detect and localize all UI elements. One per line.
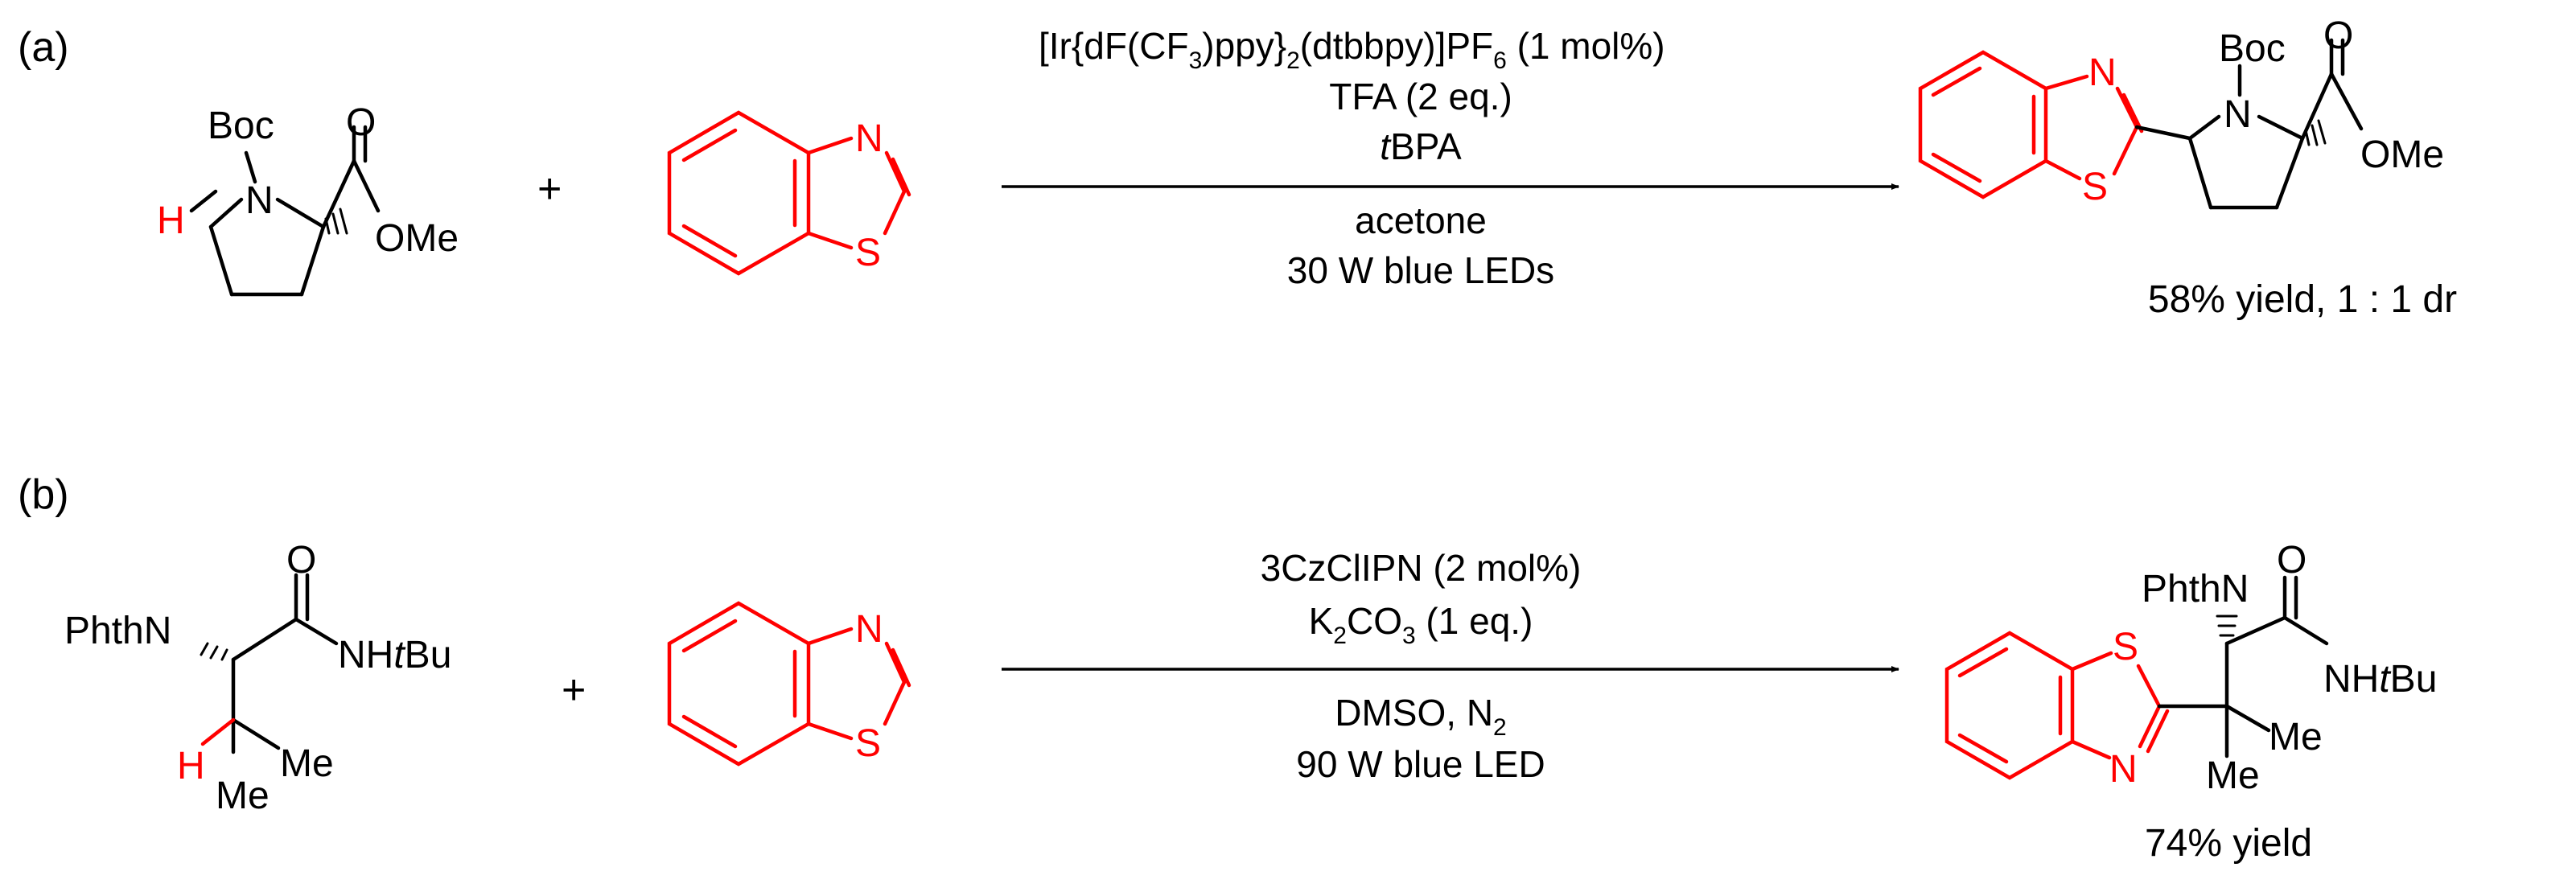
ring-bond-c5-n [208,197,244,229]
product-a-atom-boc: Boc [2219,27,2286,70]
light-b: 90 W blue LED [1296,743,1545,785]
reactant-boc-proline-methyl-ester [189,125,381,297]
atom-ome: OMe [375,217,459,260]
catalyst-b: 3CzClIPN (2 mol%) [1261,547,1582,589]
atom-nhtbu: NHtBu [338,634,451,676]
panel-b: (b) PhthN O NHtBu H Me Me + [18,471,2437,865]
product-b-atom-s: S [2113,626,2138,668]
plus-sign-b: + [562,667,586,713]
product-b-atom-phthn: PhthN [2142,568,2249,610]
atom-s-benzothiazole-a: S [855,232,881,274]
product-a-atom-n: N [2224,93,2252,136]
product-b-side-chain [2157,575,2329,758]
product-b-atom-o: O [2277,539,2306,582]
additive-a: tBPA [1380,125,1462,167]
product-a-pyrrolidine [2134,38,2364,210]
catalyst-a: [Ir{dF(CF3)ppy}2(dtbbpy)]PF6 (1 mol%) [1039,25,1665,74]
atom-h-highlight: H [157,199,185,242]
product-a-benzothiazole [1918,50,2144,199]
product-b-atom-nhtbu: NHtBu [2323,658,2437,701]
product-b-atom-n-thiazole: N [2109,748,2138,791]
plus-sign-a: + [537,166,562,212]
reactant-benzothiazole-b [667,601,911,767]
atom-o-carbonyl: O [346,101,376,144]
bond-c-h-highlight [200,717,236,746]
atom-n: N [245,179,274,222]
atom-me-2: Me [216,775,270,817]
ring-bond-n-c2 [275,197,326,229]
atom-h-highlight-b: H [177,745,205,787]
panel-b-label: (b) [18,471,69,518]
acid-a: TFA (2 eq.) [1329,76,1512,117]
conditions-b: 3CzClIPN (2 mol%) K2CO3 (1 eq.) DMSO, N2… [1002,547,1899,785]
atom-n-benzothiazole-a: N [855,117,883,160]
panel-a-label: (a) [18,24,69,71]
atom-phthn: PhthN [64,610,171,652]
base-b: K2CO3 (1 eq.) [1309,600,1533,649]
atom-boc: Boc [208,105,274,147]
light-a: 30 W blue LEDs [1287,249,1554,291]
atom-o-amide: O [286,539,316,582]
solvent-b: DMSO, N2 [1335,692,1506,741]
atom-n-benzothiazole-b: N [855,608,883,651]
product-b-atom-me-2: Me [2206,754,2260,797]
yield-a: 58% yield, 1 : 1 dr [2148,278,2457,321]
yield-b: 74% yield [2145,822,2312,865]
product-a-atom-n-thiazole: N [2088,51,2117,94]
atom-me-1: Me [280,742,334,785]
product-b-atom-me-1: Me [2269,716,2323,758]
panel-a: (a) Boc N H O OMe + [18,14,2457,321]
product-a-atom-s: S [2082,166,2108,208]
reactant-benzothiazole-a [667,110,911,276]
conditions-a: [Ir{dF(CF3)ppy}2(dtbbpy)]PF6 (1 mol%) TF… [1002,25,1899,291]
atom-s-benzothiazole-b: S [855,722,881,765]
reactant-phthn-amide [200,573,339,754]
product-a-atom-o: O [2323,14,2353,57]
solvent-a: acetone [1355,199,1487,241]
product-a-atom-ome: OMe [2360,134,2444,176]
product-b-benzothiazole [1944,631,2170,780]
